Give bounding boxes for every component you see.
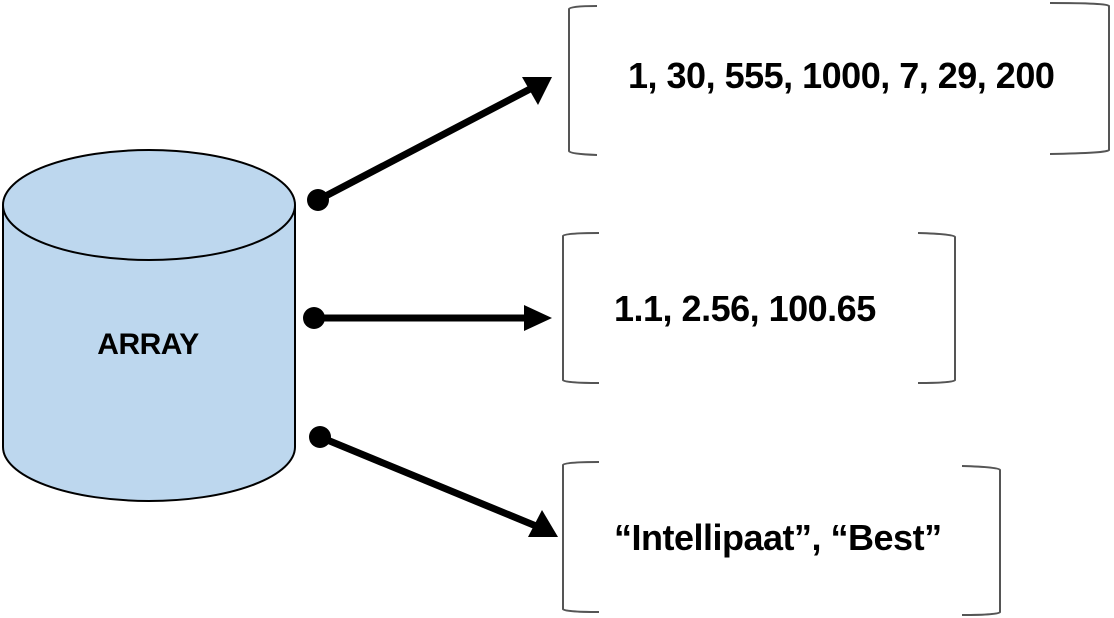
integer-values-label: 1, 30, 555, 1000, 7, 29, 200 [628, 55, 1055, 96]
array-cylinder [1, 149, 296, 502]
cylinder-top [2, 149, 296, 261]
string-values-label: “Intellipaat”, “Best” [614, 517, 942, 558]
float-values-label: 1.1, 2.56, 100.65 [614, 288, 876, 329]
arrow-head-icon [524, 305, 552, 331]
arrow-head-icon [528, 510, 558, 537]
arrow-to-floats [303, 305, 552, 331]
bracket-box-floats [562, 232, 956, 384]
bracket-box-integers [568, 2, 1110, 156]
bracket-box-strings [562, 461, 1001, 616]
arrow-to-integers [307, 77, 552, 211]
cylinder-body [1, 205, 296, 502]
array-label: ARRAY [97, 328, 199, 361]
arrow-head-icon [522, 77, 552, 105]
arrow-to-strings [309, 426, 558, 537]
